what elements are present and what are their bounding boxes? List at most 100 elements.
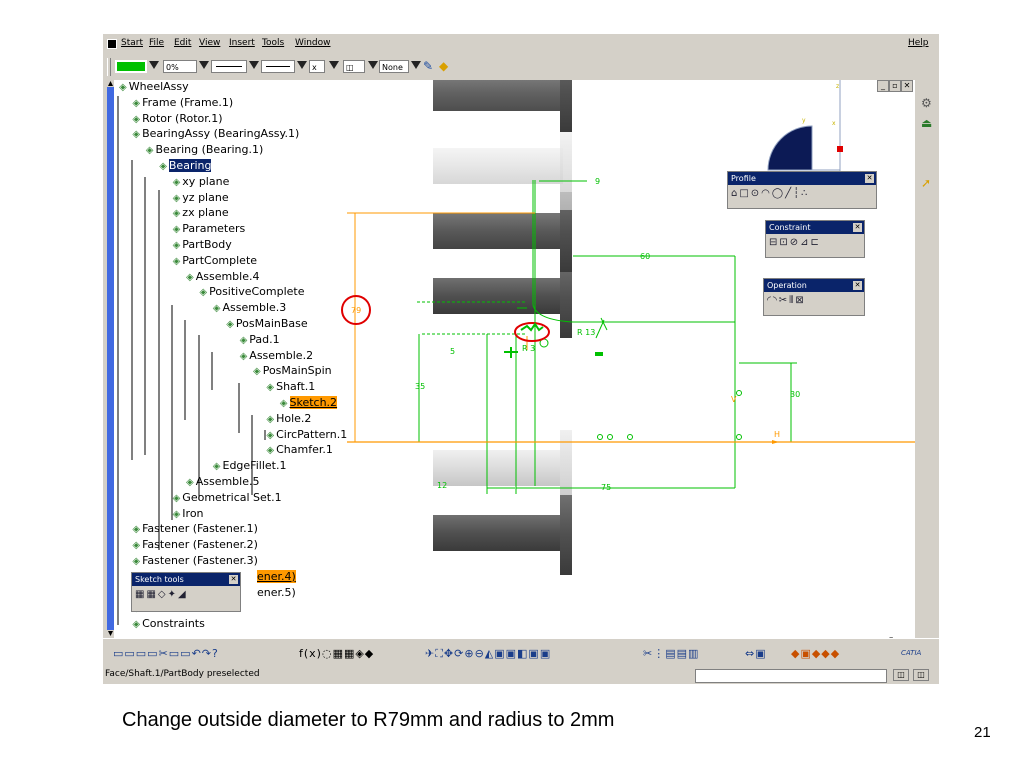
render-style-field[interactable]: ◫ (343, 60, 365, 73)
point-style-dropdown[interactable] (329, 61, 339, 69)
standard-tools-icons[interactable]: ▭▭▭▭✂▭▭↶↷? (113, 647, 219, 660)
tree-item[interactable]: ◈Assemble.4 (186, 270, 259, 284)
tree-item[interactable]: ◈PartBody (173, 238, 232, 252)
tree-item[interactable]: ◈Constraints (132, 617, 204, 631)
profile-close-icon[interactable]: ✕ (865, 174, 874, 183)
tree-item[interactable]: ◈Parameters (173, 222, 246, 236)
menu-tools[interactable]: Tools (262, 38, 285, 48)
command-input[interactable] (695, 669, 887, 683)
menu-edit[interactable]: Edit (174, 38, 192, 48)
color-swatch[interactable] (115, 60, 147, 73)
color-dropdown[interactable] (149, 61, 159, 69)
command-next-button[interactable]: ◫ (913, 669, 929, 681)
bearing-part-render[interactable] (433, 80, 572, 575)
minimize-button[interactable]: _ (877, 80, 889, 92)
constraint-close-icon[interactable]: ✕ (853, 223, 862, 232)
dim-79[interactable]: 79 (351, 306, 361, 315)
render-style-dropdown[interactable] (368, 61, 378, 69)
tree-item[interactable]: ◈ener.4) (257, 569, 296, 584)
linetype-field[interactable] (211, 60, 247, 73)
select-arrow-icon[interactable]: ➚ (921, 176, 932, 190)
sketch-tools-toolbar[interactable]: Sketch tools ✕ ▦▦◇✦◢ (131, 572, 241, 612)
tree-item[interactable]: ◈Pad.1 (240, 333, 280, 347)
tree-scrollbar[interactable] (107, 80, 114, 638)
tree-item[interactable]: ◈PositiveComplete (199, 285, 304, 299)
dim-75[interactable]: 75 (601, 483, 611, 492)
menu-help[interactable]: Help (908, 38, 929, 48)
tree-item[interactable]: ◈PosMainSpin (253, 364, 332, 378)
tree-item[interactable]: ◈Assemble.5 (186, 475, 259, 489)
tree-item[interactable]: ◈Hole.2 (266, 412, 311, 426)
tree-item[interactable]: ◈ener.5) (257, 586, 296, 600)
tree-item[interactable]: ◈Bearing (Bearing.1) (146, 143, 263, 157)
constraint-toolbar[interactable]: Constraint ✕ ⊟⊡⊘⊿⊏ (765, 220, 865, 258)
tree-item[interactable]: ◈Fastener (Fastener.3) (132, 554, 258, 568)
tree-item[interactable]: ◈Assemble.2 (240, 349, 313, 363)
tree-item[interactable]: ◈CircPattern.1 (266, 428, 347, 442)
thickness-field[interactable] (261, 60, 295, 73)
dim-r3[interactable]: R 3 (522, 344, 535, 353)
point-style-field[interactable]: x (309, 60, 325, 73)
tree-item[interactable]: ◈PartComplete (173, 254, 257, 268)
layer-dropdown[interactable] (411, 61, 421, 69)
tree-item[interactable]: ◈Fastener (Fastener.2) (132, 538, 258, 552)
profile-icons[interactable]: ⌂□⊙◠◯╱┆∴ (731, 188, 810, 199)
tree-item[interactable]: ◈Frame (Frame.1) (132, 96, 233, 110)
tree-item[interactable]: ◈Chamfer.1 (266, 443, 332, 457)
dim-9[interactable]: 9 (595, 177, 600, 186)
restore-button[interactable]: ▫ (889, 80, 901, 92)
operation-toolbar[interactable]: Operation ✕ ◜◝✂⫴⊠ (763, 278, 865, 316)
close-button[interactable]: ✕ (901, 80, 913, 92)
dim-5[interactable]: 5 (450, 347, 455, 356)
linetype-dropdown[interactable] (249, 61, 259, 69)
tree-item[interactable]: ◈BearingAssy (BearingAssy.1) (132, 127, 299, 141)
menu-window[interactable]: Window (295, 38, 331, 48)
exit-workbench-icon[interactable]: ⏏ (921, 116, 933, 130)
sketch-profile[interactable] (417, 180, 797, 494)
view-tools-icons[interactable]: ✈⛶✥⟳⊕⊖◭▣▣◧▣▣ (425, 647, 552, 660)
tree-item[interactable]: ◈Bearing (159, 159, 212, 173)
menu-file[interactable]: File (149, 38, 165, 48)
tree-item[interactable]: ◈Rotor (Rotor.1) (132, 112, 222, 126)
tree-item[interactable]: ◈xy plane (173, 175, 230, 189)
tree-item[interactable]: ◈WheelAssy (119, 80, 189, 94)
tree-item[interactable]: ◈yz plane (173, 191, 229, 205)
command-prev-button[interactable]: ◫ (893, 669, 909, 681)
menu-insert[interactable]: Insert (229, 38, 255, 48)
profile-toolbar[interactable]: Profile ✕ ⌂□⊙◠◯╱┆∴ (727, 171, 877, 209)
tree-item[interactable]: ◈Assemble.3 (213, 301, 286, 315)
properties-icon[interactable]: ◆ (439, 59, 449, 73)
tree-item[interactable]: ◈zx plane (173, 206, 229, 220)
layer-field[interactable]: None (379, 60, 409, 73)
constraint-icons[interactable]: ⊟⊡⊘⊿⊏ (769, 237, 821, 248)
dim-35[interactable]: 35 (415, 382, 425, 391)
dim-30[interactable]: 30 (790, 390, 800, 399)
compass-widget[interactable]: z y x (767, 80, 843, 186)
dim-60[interactable]: 60 (640, 252, 650, 261)
sketch-handle[interactable] (595, 352, 603, 356)
tree-item[interactable]: ◈Sketch.2 (280, 396, 338, 410)
workbench-icons[interactable]: ◆▣◆◆◆ (791, 647, 841, 660)
dim-12[interactable]: 12 (437, 481, 447, 490)
sketch-view-icons[interactable]: ✂⋮▤▤▥ (643, 647, 700, 660)
app-icon[interactable] (107, 39, 117, 49)
tree-item[interactable]: ◈Geometrical Set.1 (173, 491, 282, 505)
operation-icons[interactable]: ◜◝✂⫴⊠ (767, 295, 806, 306)
analysis-icons[interactable]: ⇔▣ (745, 647, 767, 660)
knowledge-tools-icons[interactable]: f(x)◌▦▦◈◆ (299, 647, 375, 660)
menu-start[interactable]: Start (121, 38, 143, 48)
tree-item[interactable]: ◈Iron (173, 507, 204, 521)
sketch-tools-icons[interactable]: ▦▦◇✦◢ (135, 589, 188, 600)
format-painter-icon[interactable]: ✎ (423, 59, 434, 73)
tree-item[interactable]: ◈EdgeFillet.1 (213, 459, 287, 473)
dim-r13[interactable]: R 13 (577, 328, 595, 337)
3d-viewport[interactable]: z y x (107, 80, 915, 638)
menu-view[interactable]: View (199, 38, 221, 48)
tree-item[interactable]: ◈PosMainBase (226, 317, 307, 331)
transparency-field[interactable]: 0% (163, 60, 197, 73)
tree-item[interactable]: ◈Shaft.1 (266, 380, 315, 394)
thickness-dropdown[interactable] (297, 61, 307, 69)
workbench-icon[interactable]: ⚙ (921, 96, 932, 110)
transparency-dropdown[interactable] (199, 61, 209, 69)
sketch-tools-close-icon[interactable]: ✕ (229, 575, 238, 584)
